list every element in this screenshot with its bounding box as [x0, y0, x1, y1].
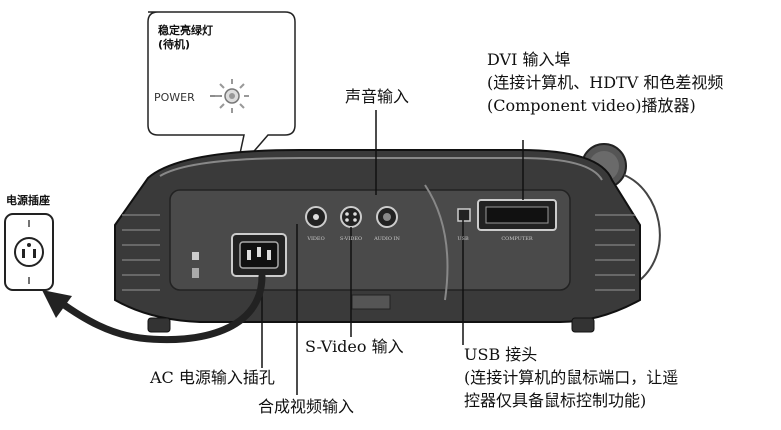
label-composite-in: 合成视频输入 — [258, 397, 355, 416]
label-dvi-desc-2: (Component video)播放器) — [487, 96, 696, 115]
label-dvi-title: DVI 输入埠 — [487, 50, 571, 69]
bubble-status-text: 稳定亮绿灯 — [158, 24, 213, 37]
usb-port — [457, 208, 471, 222]
svideo-port — [340, 206, 362, 228]
audio-port — [376, 206, 398, 228]
cord-arrowhead — [42, 290, 72, 318]
label-usb-desc-2: 控器仅具备鼠标控制功能) — [464, 391, 647, 410]
label-audio-in: 声音输入 — [345, 87, 410, 106]
power-led-icon — [210, 79, 249, 113]
label-usb-desc-1: (连接计算机的鼠标端口，让遥 — [464, 368, 679, 387]
label-dvi-desc-1: (连接计算机、HDTV 和色差视频 — [487, 73, 724, 92]
wall-outlet — [4, 213, 54, 291]
power-cord — [56, 272, 266, 344]
power-label: POWER — [154, 91, 195, 104]
panel-text-computer: COMPUTER — [501, 236, 533, 242]
dvi-port — [477, 199, 557, 231]
panel-text-usb: USB — [457, 236, 469, 242]
label-usb-title: USB 接头 — [464, 345, 538, 364]
label-svideo-in: S-Video 输入 — [305, 337, 404, 356]
panel-text-svideo: S-VIDEO — [340, 236, 362, 242]
video-port — [305, 206, 327, 228]
ac-power-inlet — [231, 233, 287, 277]
label-ac-inlet: AC 电源输入插孔 — [150, 368, 275, 387]
bubble-status-sub: (待机) — [158, 38, 191, 51]
panel-text-video: VIDEO — [306, 236, 324, 242]
outlet-title: 电源插座 — [6, 194, 50, 207]
panel-text-audio: AUDIO IN — [373, 236, 400, 242]
